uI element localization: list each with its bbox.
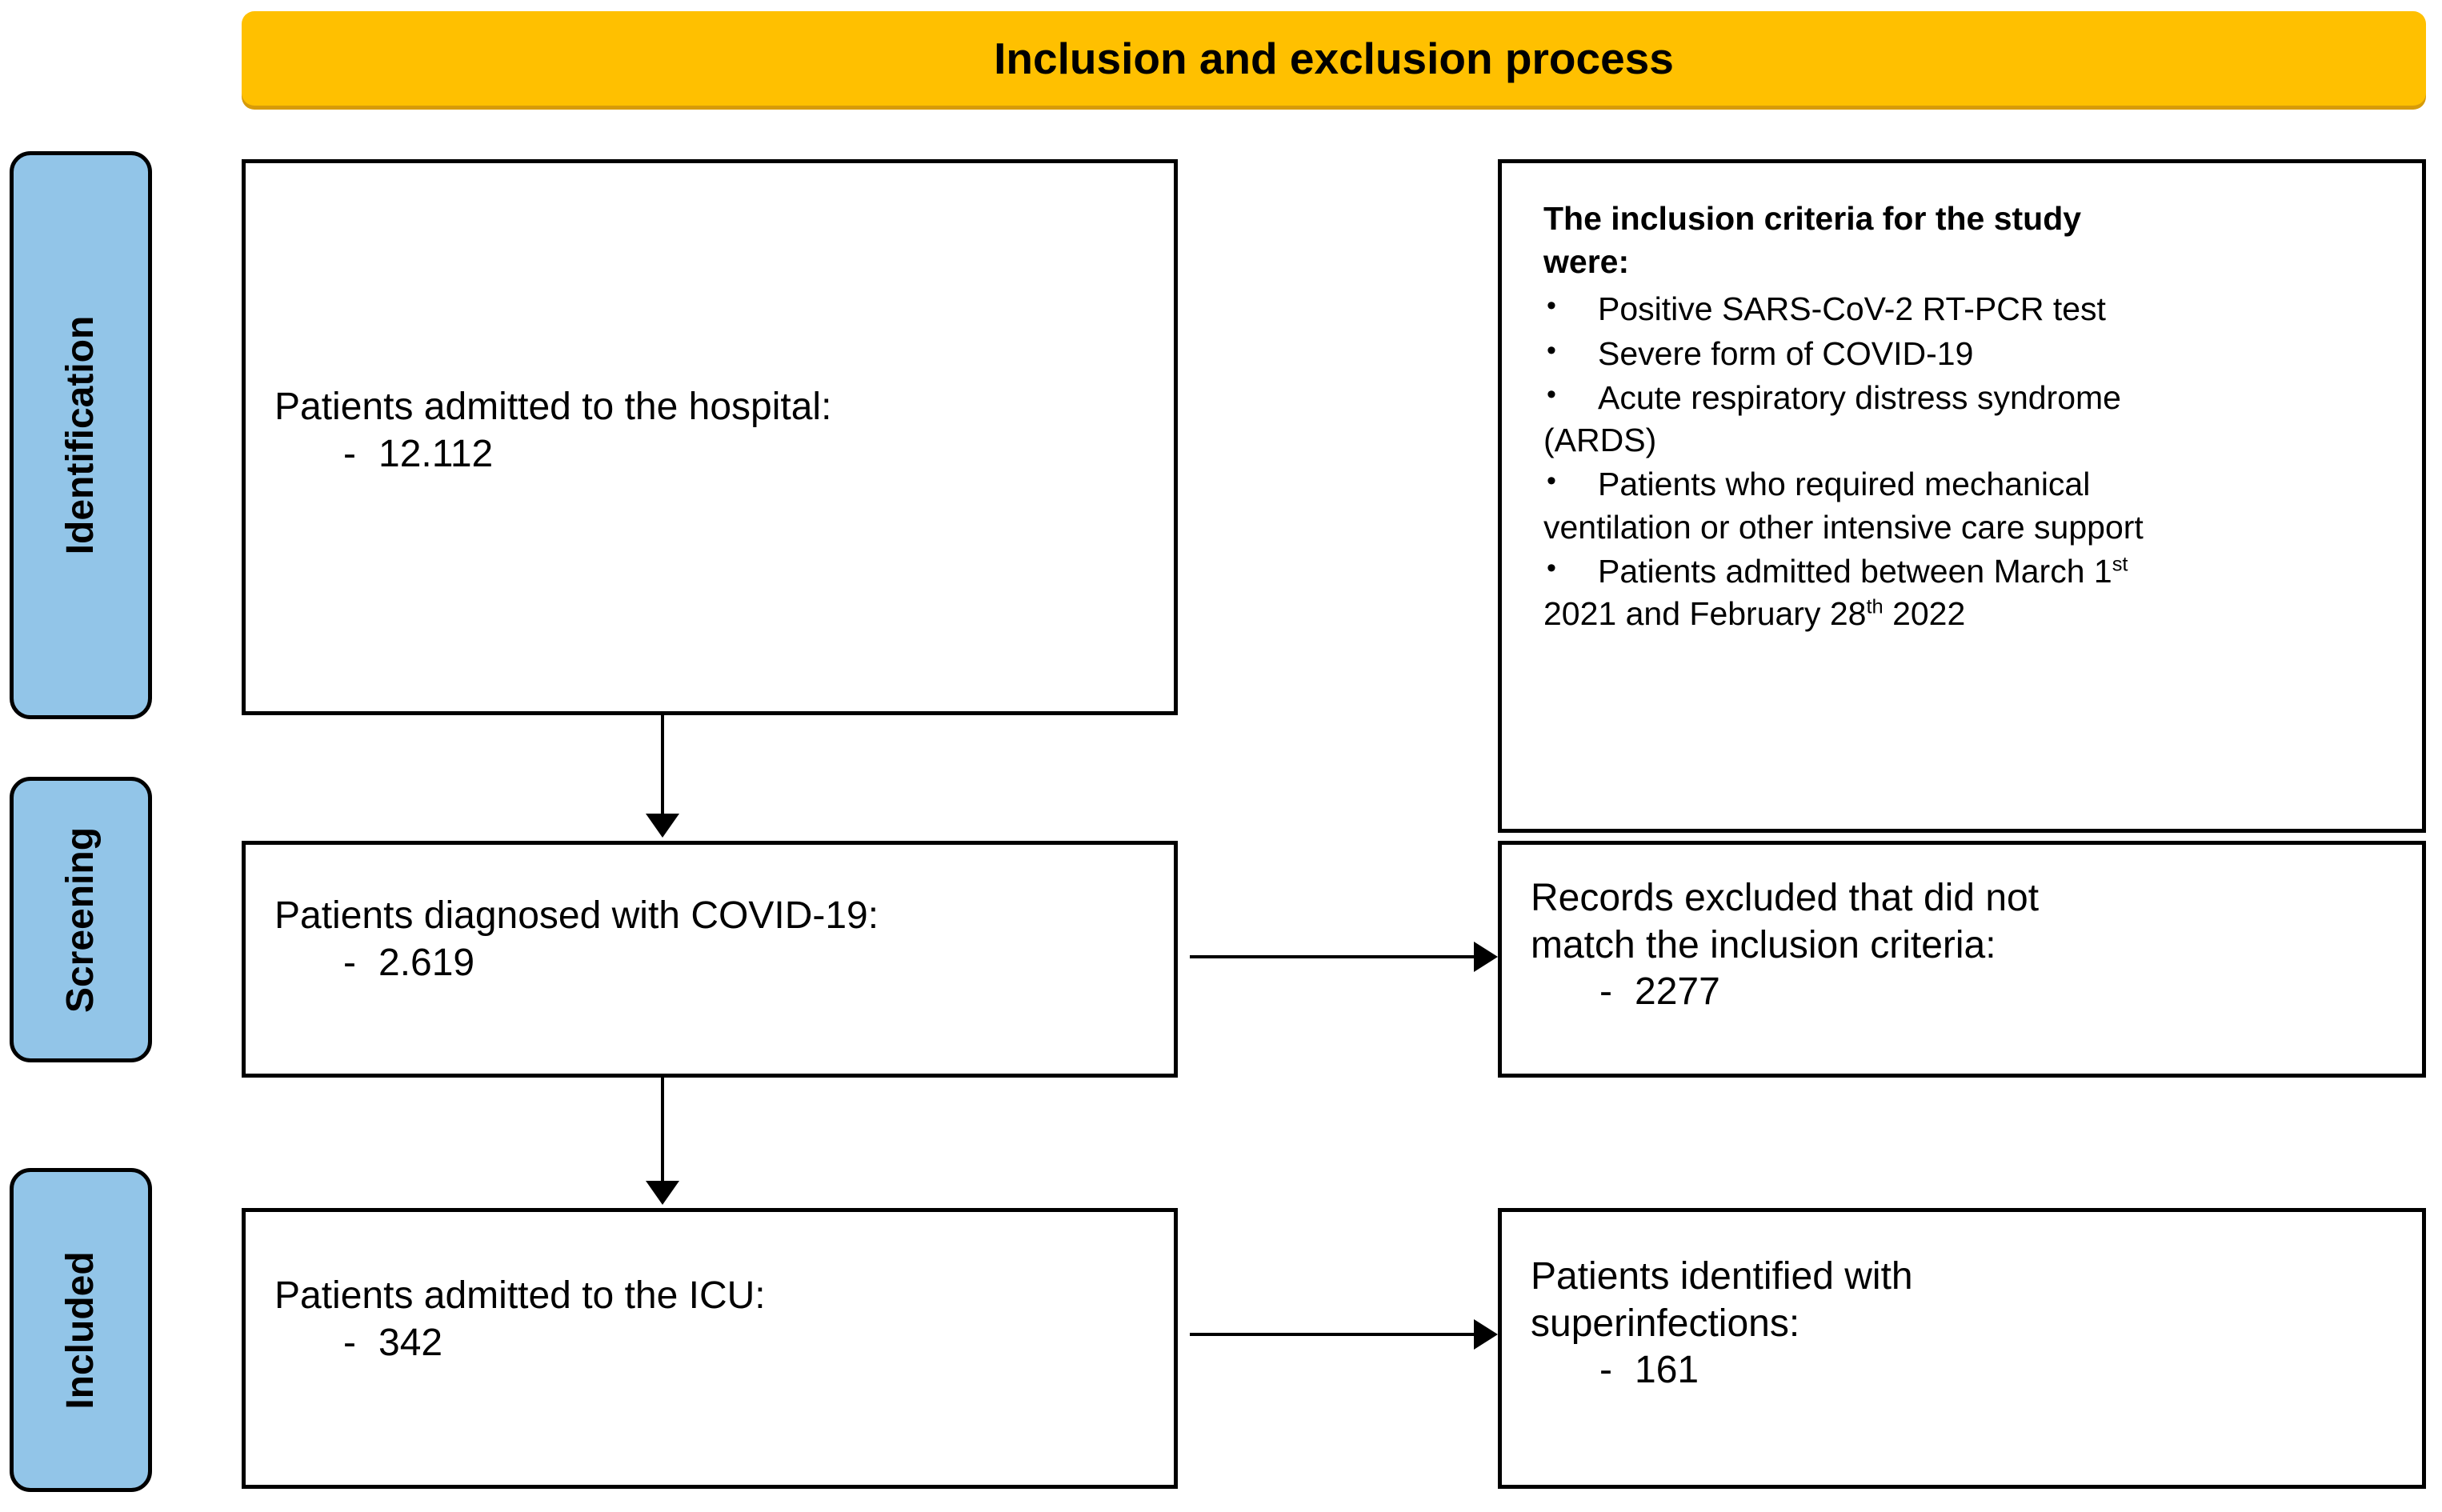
header-banner: Inclusion and exclusion process <box>242 11 2426 106</box>
criteria-item: • Patients who required mechanical venti… <box>1543 463 2398 549</box>
flow-box-admitted-value-row: -12.112 <box>274 431 1145 478</box>
criteria-item-text: Patients admitted between March 1st <box>1598 553 2128 590</box>
criteria-item-text: Patients who required mechanical <box>1598 466 2091 503</box>
flow-box-diagnosed-value: 2.619 <box>378 941 475 984</box>
arrow-shaft <box>1190 1333 1478 1336</box>
arrow-head <box>1474 1319 1498 1350</box>
flow-box-superinfections-label-line1: Patients identified with <box>1531 1255 1913 1298</box>
inclusion-criteria-heading: The inclusion criteria for the study wer… <box>1543 197 2398 283</box>
bullet-icon: • <box>1547 290 1556 322</box>
stage-label-identification: Identification <box>59 315 102 555</box>
flow-box-superinfections-label-line2: superinfections: <box>1531 1302 1800 1345</box>
flow-box-superinfections-content: Patients identified with superinfections… <box>1502 1254 2422 1394</box>
flow-box-admitted-value: 12.112 <box>378 432 494 475</box>
flow-box-excluded-label-line2: match the inclusion criteria: <box>1531 923 1996 966</box>
flow-box-diagnosed-label: Patients diagnosed with COVID-19: <box>274 894 879 937</box>
criteria-item: • Severe form of COVID-19 <box>1543 333 2398 375</box>
flow-box-excluded-value-row: -2277 <box>1531 969 2393 1016</box>
flow-box-diagnosed-value-row: -2.619 <box>274 940 1145 987</box>
flow-box-diagnosed: Patients diagnosed with COVID-19: -2.619 <box>242 841 1178 1078</box>
stage-pill-identification: Identification <box>10 151 152 719</box>
flow-box-icu-label: Patients admitted to the ICU: <box>274 1274 766 1317</box>
inclusion-criteria-heading-line2: were: <box>1543 243 1630 281</box>
criteria-item-text: Severe form of COVID-19 <box>1598 334 1974 372</box>
arrow-head <box>646 1181 679 1205</box>
criteria-item: • Acute respiratory distress syndrome (A… <box>1543 377 2398 462</box>
flow-box-superinfections-value-row: -161 <box>1531 1347 2393 1394</box>
arrow-shaft <box>1190 955 1478 958</box>
criteria-item: • Patients admitted between March 1st 20… <box>1543 550 2398 636</box>
arrow-head <box>646 814 679 838</box>
inclusion-criteria-content: The inclusion criteria for the study wer… <box>1502 197 2422 638</box>
dash-marker: - <box>343 432 356 475</box>
criteria-item-text: Acute respiratory distress syndrome <box>1598 378 2121 416</box>
criteria-item: • Positive SARS-CoV-2 RT-PCR test <box>1543 288 2398 330</box>
inclusion-criteria-list: • Positive SARS-CoV-2 RT-PCR test • Seve… <box>1543 288 2398 635</box>
page-title: Inclusion and exclusion process <box>994 33 1674 83</box>
flow-box-excluded-label-line1: Records excluded that did not <box>1531 877 2040 919</box>
flow-box-diagnosed-content: Patients diagnosed with COVID-19: -2.619 <box>246 893 1174 986</box>
stage-pill-screening: Screening <box>10 777 152 1062</box>
dash-marker: - <box>1599 1349 1612 1392</box>
flow-box-admitted-content: Patients admitted to the hospital: -12.1… <box>246 384 1174 478</box>
criteria-item-text-cont: ventilation or other intensive care supp… <box>1543 508 2144 546</box>
bullet-icon: • <box>1547 466 1556 497</box>
inclusion-criteria-heading-line1: The inclusion criteria for the study <box>1543 200 2082 237</box>
flow-box-icu-value-row: -342 <box>274 1320 1145 1367</box>
flow-box-superinfections-value: 161 <box>1635 1349 1699 1392</box>
flow-box-admitted: Patients admitted to the hospital: -12.1… <box>242 159 1178 715</box>
arrow-shaft <box>661 1078 664 1184</box>
flow-box-icu-content: Patients admitted to the ICU: -342 <box>246 1273 1174 1366</box>
criteria-item-text-cont: (ARDS) <box>1543 422 1657 459</box>
flow-box-excluded: Records excluded that did not match the … <box>1498 841 2426 1078</box>
flow-box-icu-value: 342 <box>378 1321 443 1364</box>
criteria-item-text: Positive SARS-CoV-2 RT-PCR test <box>1598 290 2106 328</box>
arrow-head <box>1474 942 1498 972</box>
bullet-icon: • <box>1547 334 1556 366</box>
stage-pill-included: Included <box>10 1168 152 1492</box>
stage-label-screening: Screening <box>59 826 102 1013</box>
flow-box-excluded-content: Records excluded that did not match the … <box>1502 875 2422 1016</box>
flow-box-excluded-value: 2277 <box>1635 970 1720 1014</box>
dash-marker: - <box>343 1321 356 1364</box>
dash-marker: - <box>1599 970 1612 1014</box>
dash-marker: - <box>343 941 356 984</box>
stage-label-included: Included <box>59 1250 102 1410</box>
flow-box-admitted-label: Patients admitted to the hospital: <box>274 386 832 428</box>
criteria-item-text-cont: 2021 and February 28th 2022 <box>1543 595 1966 633</box>
flow-box-superinfections: Patients identified with superinfections… <box>1498 1208 2426 1489</box>
flow-box-inclusion-criteria: The inclusion criteria for the study wer… <box>1498 159 2426 833</box>
arrow-shaft <box>661 715 664 817</box>
bullet-icon: • <box>1547 553 1556 583</box>
flow-box-icu: Patients admitted to the ICU: -342 <box>242 1208 1178 1489</box>
bullet-icon: • <box>1547 378 1556 410</box>
